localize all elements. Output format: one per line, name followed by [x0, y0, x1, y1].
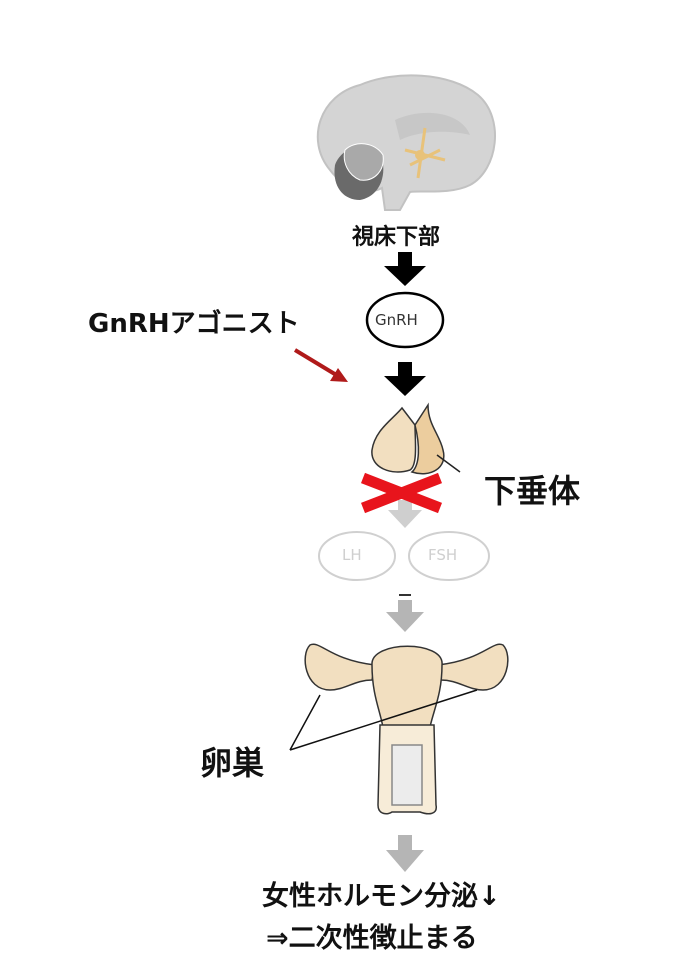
block-x-mark [361, 472, 442, 514]
agonist-arrow [293, 348, 348, 382]
gnrh-label: GnRH [375, 311, 418, 329]
ovary-pointer-lines [289, 689, 478, 751]
fsh-label: FSH [428, 546, 458, 564]
uterus-ovary-illustration [304, 643, 509, 815]
brain-illustration [316, 74, 496, 211]
gnrh-agonist-label: GnRHアゴニスト [88, 309, 300, 339]
fsh-ellipse [408, 531, 490, 581]
arrow-down-1 [384, 252, 426, 286]
lh-ellipse [318, 531, 396, 581]
hypothalamus-label: 視床下部 [352, 225, 441, 250]
ovary-label: 卵巣 [200, 744, 265, 782]
result-line-1: 女性ホルモン分泌↓ [262, 881, 501, 912]
pituitary-label: 下垂体 [484, 472, 581, 510]
arrow-down-2 [384, 362, 426, 396]
arrow-down-gray-2 [386, 835, 424, 872]
arrow-down-gray-1 [386, 600, 424, 632]
lh-label: LH [342, 546, 362, 564]
gnrh-ellipse [365, 291, 445, 349]
pituitary-illustration [371, 402, 461, 475]
arrow-down-faded [388, 500, 422, 528]
result-line-2: ⇒二次性徴止まる [266, 923, 478, 954]
